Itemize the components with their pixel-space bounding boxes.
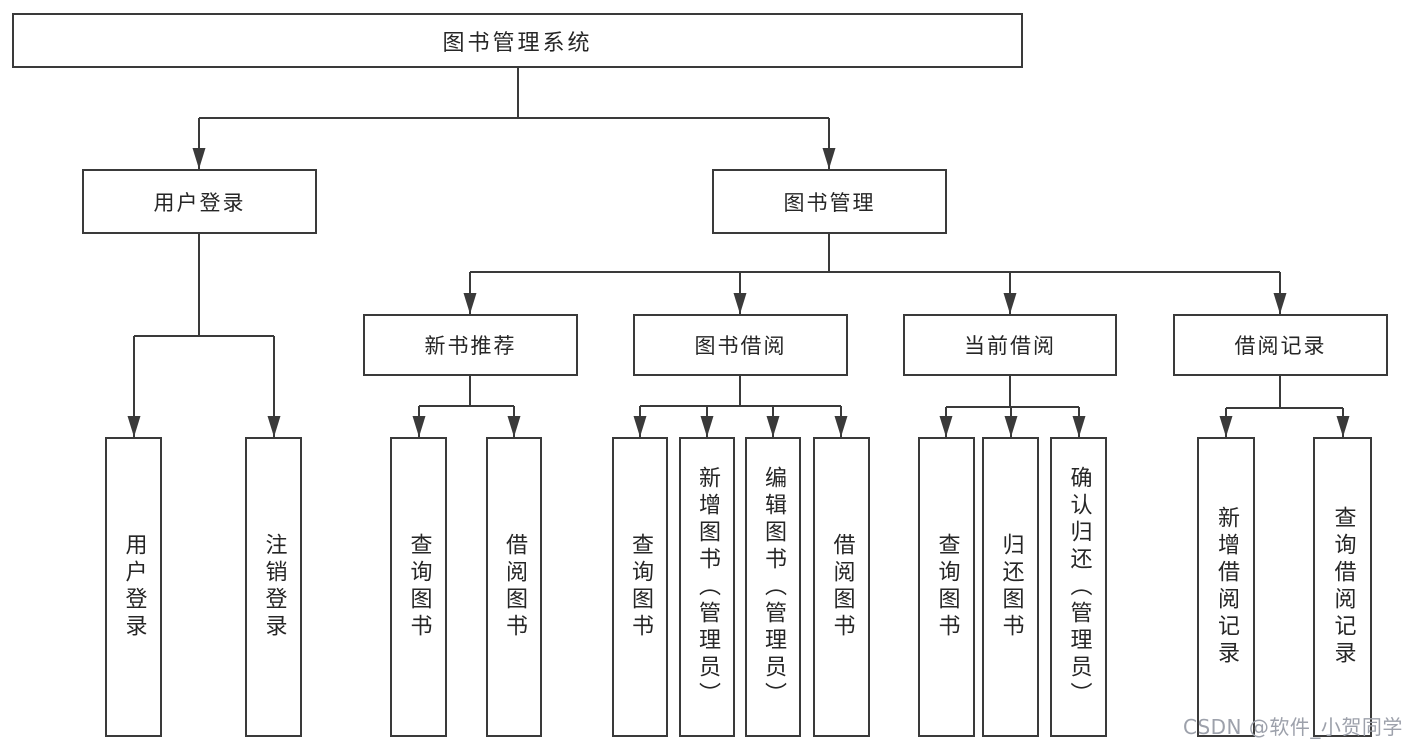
connector-current-borrow-to-leaves bbox=[939, 376, 1086, 437]
leaf-query-books-borrow: 查询图书 bbox=[612, 437, 668, 737]
leaf-user-login-label: 用户登录 bbox=[121, 533, 147, 641]
leaf-add-borrow-record-label: 新增借阅记录 bbox=[1214, 506, 1239, 668]
leaf-borrow-books-label: 借阅图书 bbox=[829, 533, 855, 641]
leaf-user-login: 用户登录 bbox=[105, 437, 162, 737]
connector-new-book-to-leaves bbox=[412, 376, 521, 437]
connector-book-management-to-level3 bbox=[463, 234, 1287, 314]
node-book-management-label: 图书管理 bbox=[783, 190, 876, 215]
node-user-login: 用户登录 bbox=[82, 169, 317, 234]
node-borrow-records-label: 借阅记录 bbox=[1234, 334, 1327, 358]
leaf-borrow-books-recommend-label: 借阅图书 bbox=[502, 533, 527, 641]
leaf-query-borrow-record-label: 查询借阅记录 bbox=[1330, 506, 1356, 668]
leaf-query-borrow-record: 查询借阅记录 bbox=[1313, 437, 1372, 737]
leaf-return-book-label: 归还图书 bbox=[998, 533, 1024, 641]
leaf-confirm-return-admin: 确认归还（管理员） bbox=[1050, 437, 1107, 737]
leaf-add-borrow-record: 新增借阅记录 bbox=[1197, 437, 1255, 737]
leaf-return-book: 归还图书 bbox=[982, 437, 1039, 737]
leaf-borrow-books: 借阅图书 bbox=[813, 437, 870, 737]
leaf-query-books-current: 查询图书 bbox=[918, 437, 975, 737]
node-book-borrow: 图书借阅 bbox=[633, 314, 848, 376]
leaf-edit-book-admin-label: 编辑图书（管理员） bbox=[761, 465, 786, 709]
node-current-borrow-label: 当前借阅 bbox=[964, 334, 1056, 358]
leaf-query-books-recommend: 查询图书 bbox=[390, 437, 447, 737]
leaf-query-books-recommend-label: 查询图书 bbox=[406, 533, 432, 641]
leaf-logout: 注销登录 bbox=[245, 437, 302, 737]
leaf-query-books-borrow-label: 查询图书 bbox=[628, 533, 653, 641]
connector-book-borrow-to-leaves bbox=[633, 376, 848, 437]
watermark: CSDN @软件_小贺同学 bbox=[1183, 715, 1403, 739]
node-book-borrow-label: 图书借阅 bbox=[694, 334, 787, 358]
node-root: 图书管理系统 bbox=[12, 13, 1023, 68]
node-current-borrow: 当前借阅 bbox=[903, 314, 1117, 376]
leaf-edit-book-admin: 编辑图书（管理员） bbox=[745, 437, 801, 737]
leaf-borrow-books-recommend: 借阅图书 bbox=[486, 437, 542, 737]
node-new-book-recommend: 新书推荐 bbox=[363, 314, 578, 376]
leaf-logout-label: 注销登录 bbox=[261, 533, 287, 641]
leaf-add-book-admin: 新增图书（管理员） bbox=[679, 437, 735, 737]
node-user-login-label: 用户登录 bbox=[153, 190, 246, 215]
connector-root-to-level2 bbox=[192, 68, 836, 169]
connector-borrow-records-to-leaves bbox=[1219, 376, 1350, 437]
leaf-confirm-return-admin-label: 确认归还（管理员） bbox=[1066, 465, 1092, 709]
node-borrow-records: 借阅记录 bbox=[1173, 314, 1388, 376]
node-book-management: 图书管理 bbox=[712, 169, 947, 234]
connector-user-login-to-leaves bbox=[127, 234, 281, 437]
leaf-query-books-current-label: 查询图书 bbox=[934, 533, 960, 641]
node-new-book-recommend-label: 新书推荐 bbox=[424, 334, 517, 358]
node-root-label: 图书管理系统 bbox=[442, 30, 593, 56]
leaf-add-book-admin-label: 新增图书（管理员） bbox=[695, 465, 720, 709]
